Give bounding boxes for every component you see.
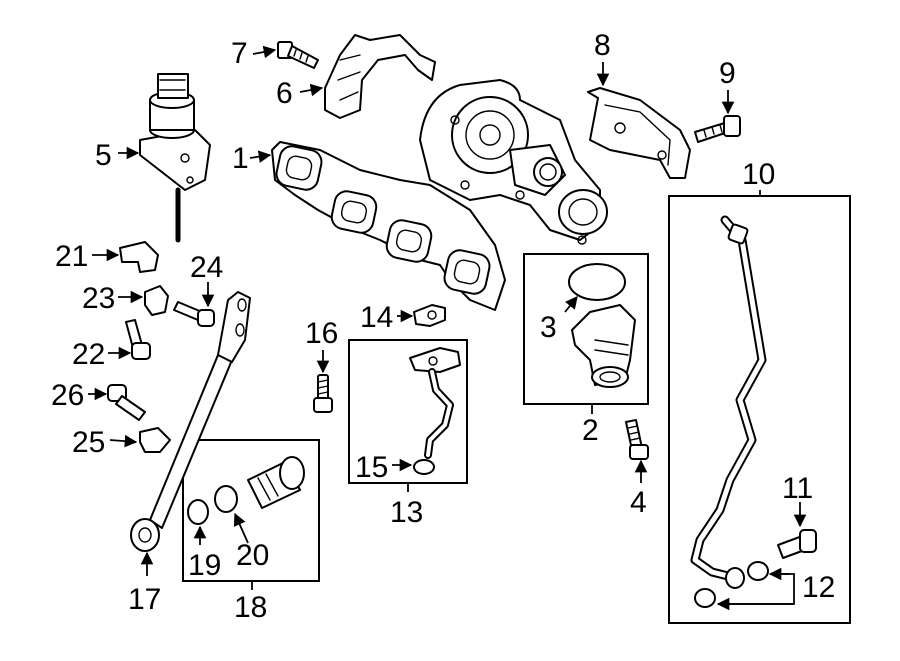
clip-21-part[interactable] [119, 241, 159, 273]
group-box-2 [523, 253, 649, 405]
callout-12: 12 [802, 571, 835, 604]
callout-2: 2 [582, 414, 599, 447]
callout-18: 18 [234, 591, 267, 624]
callout-16: 16 [305, 317, 338, 350]
gasket-14-part[interactable] [413, 304, 446, 327]
callout-11: 11 [782, 472, 813, 505]
bracket-part[interactable] [587, 87, 691, 179]
washer-12a-part[interactable] [747, 561, 769, 581]
bolt-4-part[interactable] [625, 419, 649, 460]
callout-24: 24 [190, 251, 223, 284]
callout-4: 4 [630, 486, 647, 519]
callout-10: 10 [742, 158, 775, 191]
callout-8: 8 [594, 29, 611, 62]
callout-labels: 1 2 3 4 5 6 7 8 9 10 11 12 13 14 15 16 1… [51, 29, 835, 624]
bolt-16-part[interactable] [313, 374, 333, 413]
callout-6: 6 [276, 77, 293, 110]
callout-23: 23 [82, 282, 115, 315]
exhaust-manifold-turbo-part[interactable] [271, 79, 608, 311]
callout-7: 7 [231, 37, 248, 70]
o-ring-15-part[interactable] [413, 459, 435, 475]
leader-lines [88, 45, 807, 611]
banjo-bolt-part[interactable] [247, 456, 305, 509]
outlet-elbow-part[interactable] [571, 304, 636, 388]
callout-15: 15 [355, 451, 388, 484]
group-box-18 [182, 439, 320, 582]
washer-19-part[interactable] [187, 499, 209, 525]
support-rod-part[interactable] [130, 291, 251, 552]
callout-25: 25 [72, 426, 105, 459]
bolt-11-part[interactable] [777, 529, 817, 559]
heat-shield-part[interactable] [324, 34, 436, 119]
callout-14: 14 [360, 301, 393, 334]
clamp-25-part[interactable] [139, 427, 171, 453]
bolt-7-part[interactable] [277, 41, 319, 69]
bolt-22-part[interactable] [125, 319, 151, 360]
bolt-24-part[interactable] [173, 301, 215, 327]
o-ring-3-part[interactable] [568, 263, 626, 301]
callout-9: 9 [719, 57, 736, 90]
clamp-23-part[interactable] [144, 285, 169, 316]
callout-22: 22 [72, 338, 105, 371]
oil-feed-pipe-part[interactable] [690, 215, 767, 589]
actuator-valve-part[interactable] [139, 73, 211, 243]
washer-20-part[interactable] [214, 485, 238, 513]
callout-5: 5 [95, 139, 112, 172]
oil-line-13-part[interactable] [409, 347, 461, 459]
bolt-26-part[interactable] [107, 384, 146, 421]
callout-26: 26 [51, 379, 84, 412]
callout-1: 1 [232, 142, 249, 175]
callout-19: 19 [188, 549, 221, 582]
callout-17: 17 [128, 583, 161, 616]
callout-13: 13 [390, 496, 423, 529]
callout-21: 21 [55, 240, 88, 273]
bolt-9-part[interactable] [694, 115, 741, 143]
callout-3: 3 [540, 311, 557, 344]
washer-12b-part[interactable] [694, 588, 716, 608]
callout-20: 20 [236, 539, 269, 572]
